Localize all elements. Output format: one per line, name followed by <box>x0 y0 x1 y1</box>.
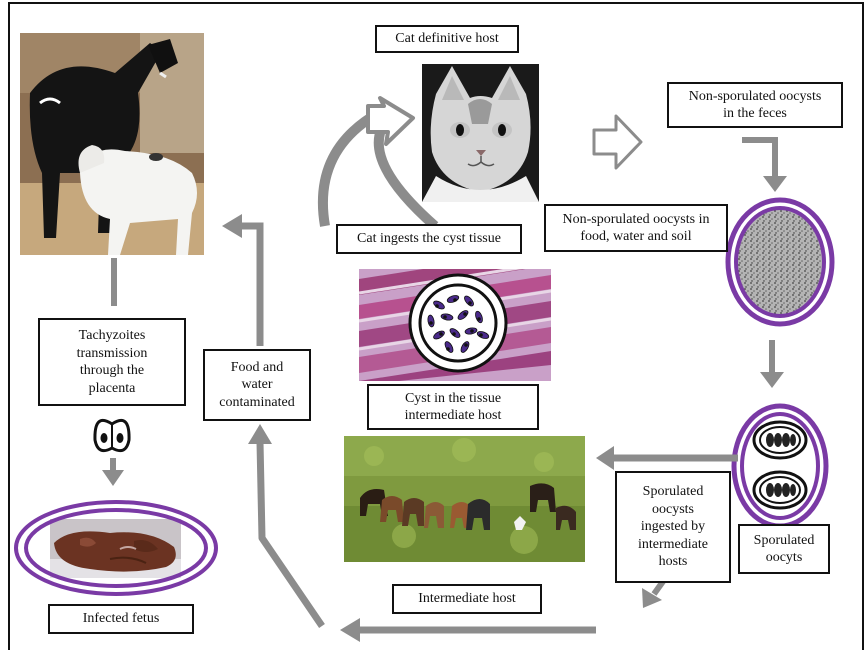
cat-host-label: Cat definitive host <box>375 25 519 53</box>
cat-ingests-label: Cat ingests the cyst tissue <box>336 224 522 254</box>
tachyzoites-label: Tachyzoites transmission through the pla… <box>38 318 186 406</box>
fetus-photo <box>50 519 181 578</box>
hollow-arrow-right <box>592 114 643 170</box>
sporulated-oocyst-ring <box>731 403 829 529</box>
infected-fetus-label: Infected fetus <box>48 604 194 634</box>
food-water-label: Food and water contaminated <box>203 349 311 421</box>
non-sporulated-env-label: Non-sporulated oocysts in food, water an… <box>544 204 728 252</box>
sporulated-ingested-label: Sporulated oocysts ingested by intermedi… <box>615 471 731 583</box>
placenta-icon <box>93 419 131 453</box>
goats-photo <box>20 33 204 255</box>
non-sporulated-feces-label: Non-sporulated oocysts in the feces <box>667 82 843 128</box>
grazing-goats-photo <box>344 436 585 562</box>
cat-photo <box>422 64 539 202</box>
sporulated-oocysts-label: Sporulated oocyts <box>738 524 830 574</box>
muscle-tissue-photo <box>359 269 551 381</box>
cyst-tissue-label: Cyst in the tissue intermediate host <box>367 384 539 430</box>
curved-arrow-to-cat <box>317 96 439 230</box>
intermediate-host-label: Intermediate host <box>392 584 542 614</box>
oocyst-ring <box>725 197 835 327</box>
diagram-frame <box>8 2 864 650</box>
fetus-ring <box>14 500 218 596</box>
